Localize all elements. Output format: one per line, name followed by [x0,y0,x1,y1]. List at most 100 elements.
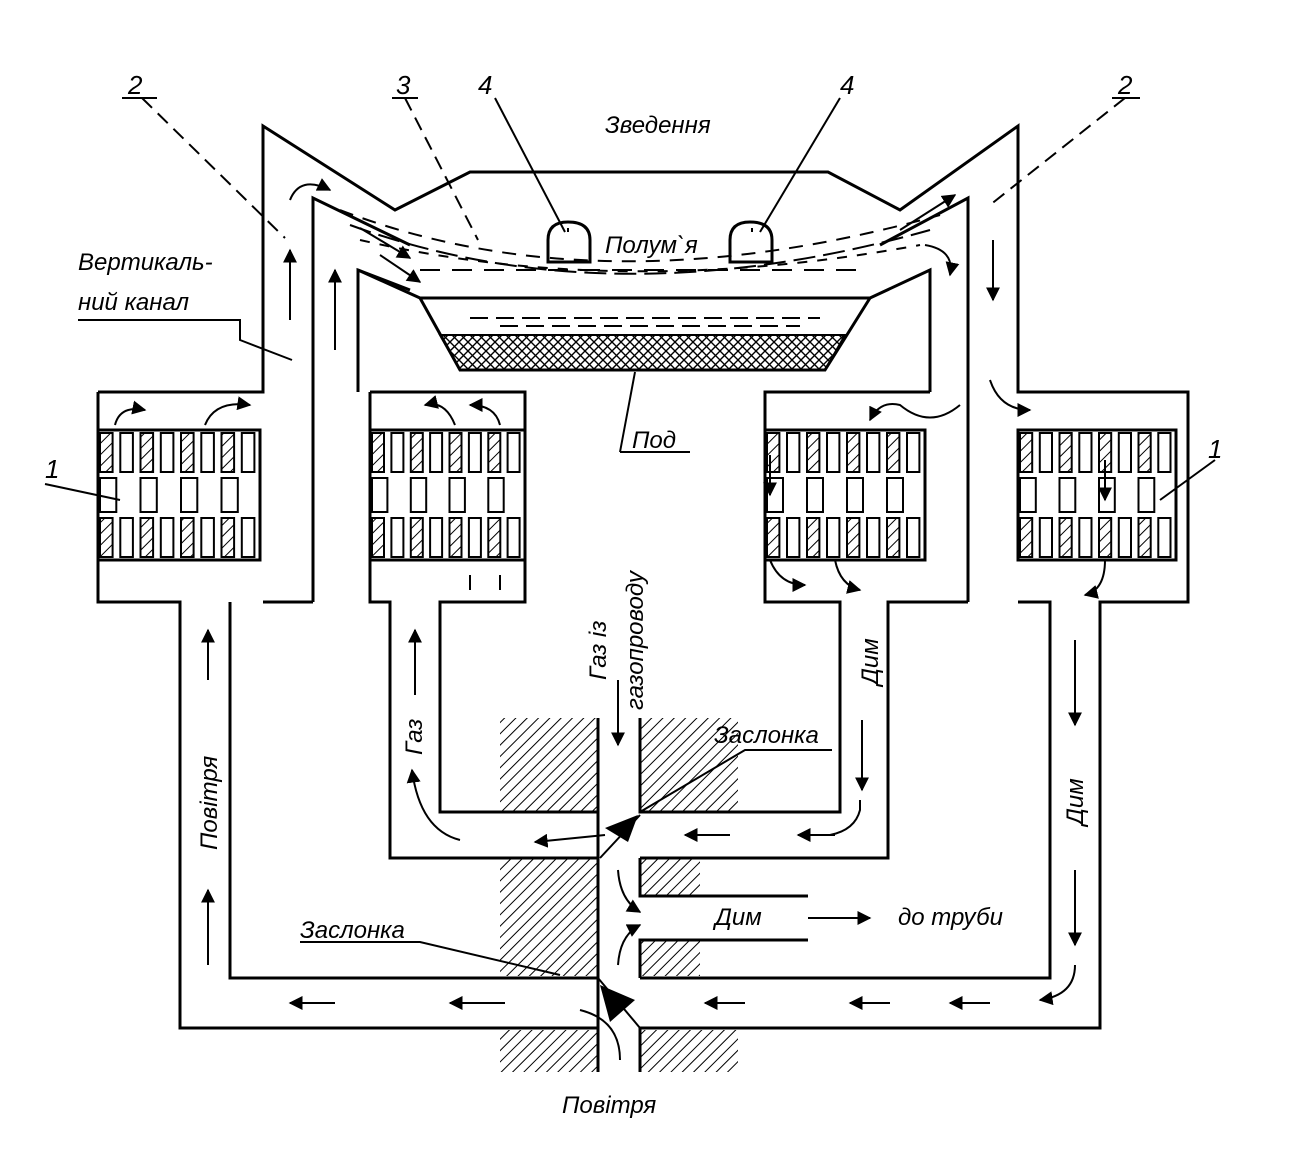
checker-brick [1137,432,1152,473]
checker-brick [906,432,921,473]
checker-brick [139,432,155,473]
callout-2-left: 2 [127,70,143,100]
checker-brick [1078,517,1093,558]
label-damper-bottom: Заслонка [300,917,405,944]
label-flame: Полум`я [605,232,698,259]
label-air-bottom: Повітря [562,1092,656,1119]
callout-4-left: 4 [478,70,492,100]
checker-brick [99,432,114,473]
label-smoke-out: Дим [712,904,762,931]
checker-brick [1078,432,1093,473]
label-gas-from-pipeline-1: Газ із [585,621,612,680]
label-smoke-right-outer: Дим [1062,778,1089,828]
checker-brick [448,517,463,558]
checker-brick [119,432,134,473]
checker-brick [1117,517,1133,558]
checker-brick [866,517,881,558]
label-gas-from-pipeline-2: газопроводу [622,569,649,710]
callout-1-right: 1 [1208,434,1222,464]
regenerator-checkers [96,428,1178,562]
checker-brick [467,432,482,473]
checker-brick [866,432,881,473]
checker-brick [1137,517,1152,558]
diagram-labels: Зведення Полум`я Вертикаль- ний канал По… [45,70,1222,1119]
furnace-inner-walls [228,195,1052,1028]
checker-brick [826,517,841,558]
checker-left-outer [96,428,262,562]
checker-brick [99,477,118,513]
checker-brick [448,432,463,473]
checker-brick [806,432,821,473]
burner-port-right [728,220,774,264]
checker-brick [846,517,861,558]
checker-brick [429,517,444,558]
checker-brick [180,477,199,513]
callout-3: 3 [396,70,411,100]
callout-2-right: 2 [1117,70,1133,100]
checker-brick [506,517,521,558]
furnace-outer-wall [96,123,1190,1072]
checker-brick [371,432,385,473]
bath [418,297,872,372]
checker-brick [409,432,424,473]
checker-brick [766,432,781,473]
checker-brick [240,517,256,558]
dampers [597,814,641,1029]
checker-brick [180,517,195,558]
checker-brick [200,432,215,473]
checker-brick [487,477,505,513]
checker-brick [390,517,405,558]
checker-brick [1058,432,1073,473]
checker-brick [1038,432,1054,473]
checker-brick [1038,517,1054,558]
checker-brick [487,432,502,473]
checker-brick [180,432,195,473]
checker-brick [390,432,405,473]
checker-brick [139,517,155,558]
checker-brick [448,477,466,513]
checker-brick [886,517,901,558]
damper-bottom [600,985,635,1022]
checker-brick [99,517,114,558]
label-vault: Зведення [605,112,711,139]
masonry-hatching [500,718,738,1072]
checker-brick [1157,517,1172,558]
checker-left-inner [368,428,527,562]
checker-brick [371,517,385,558]
checker-brick [1058,517,1073,558]
checker-brick [159,432,175,473]
checker-brick [1098,517,1113,558]
burner-port-left [546,220,592,264]
checker-brick [429,432,444,473]
label-smoke-right-upper: Дим [857,638,884,688]
checker-brick [1117,432,1133,473]
checker-brick [826,432,841,473]
checker-brick [906,517,921,558]
label-damper-top: Заслонка [714,722,819,749]
checker-brick [220,432,236,473]
checker-right-outer [1016,428,1178,562]
checker-brick [159,517,175,558]
checker-brick [409,477,428,513]
checker-brick [240,432,256,473]
checker-brick [846,477,864,513]
checker-brick [220,517,236,558]
label-hearth: Под [632,427,676,454]
checker-brick [886,477,904,513]
label-air-left: Повітря [196,756,223,850]
checker-right-inner [763,428,927,562]
checker-brick [1019,517,1034,558]
checker-brick [371,477,389,513]
checker-brick [200,517,215,558]
damper-top [605,815,638,842]
label-vertical-channel-1: Вертикаль- [78,249,213,276]
label-to-chimney: до труби [898,904,1003,931]
checker-brick [786,432,801,473]
callout-4-right: 4 [840,70,854,100]
callout-leaders [44,97,1216,976]
checker-brick [846,432,861,473]
checker-brick [1098,477,1116,513]
flow-arrows [114,178,1112,1061]
